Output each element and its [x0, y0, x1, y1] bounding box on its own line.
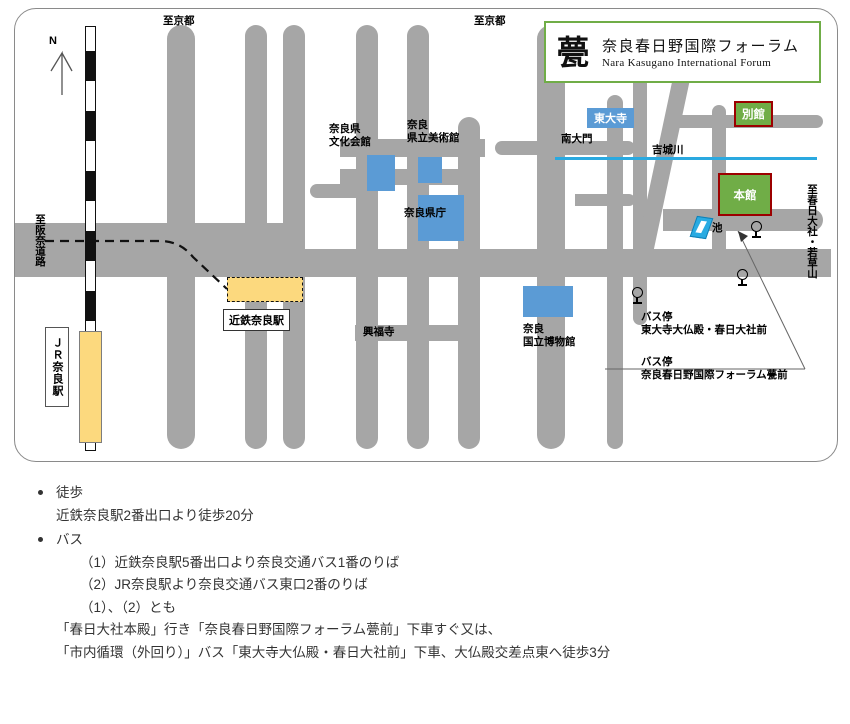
station-jr-nara: [79, 331, 102, 443]
landmark-todaiji: 東大寺: [587, 108, 634, 128]
logo-kanji-mark: 甍: [556, 32, 590, 72]
logo-title-en: Nara Kasugano International Forum: [602, 57, 772, 69]
label-line: 奈良: [523, 323, 544, 335]
list-item-line: 「市内循環（外回り）」バス「東大寺大仏殿・春日大社前」下車、大仏殿交差点東へ徒歩…: [56, 644, 611, 660]
landmark-nandaimon: 南大門: [561, 133, 593, 145]
road-horizontal: [310, 184, 370, 198]
map-panel: 奈良県 文化会館 奈良 県立美術館 奈良県庁 興福寺 奈良 国立博物館 吉城川 …: [14, 8, 838, 462]
list-item: 徒歩 近鉄奈良駅2番出口より徒歩20分: [14, 482, 834, 527]
bullet-icon: [38, 537, 43, 542]
direction-label-hanna: 至阪奈道路: [34, 214, 46, 267]
bus-stop-name: 東大寺大仏殿・春日大社前: [641, 324, 767, 336]
bus-stop-marker: [631, 287, 644, 305]
building-label-museum: 奈良 県立美術館: [407, 119, 460, 145]
map-canvas: 奈良県 文化会館 奈良 県立美術館 奈良県庁 興福寺 奈良 国立博物館 吉城川 …: [15, 9, 837, 461]
bus-stop-heading: バス停: [641, 356, 673, 368]
road-horizontal: [15, 249, 831, 277]
building-label-museum-national: 奈良 国立博物館: [523, 323, 576, 349]
logo-title-ja: 奈良春日野国際フォーラム: [602, 37, 800, 55]
building-label-kencho: 奈良県庁: [404, 207, 446, 219]
direction-label-kyoto: 至京都: [474, 15, 506, 27]
label-line: 奈良: [407, 119, 428, 131]
road-horizontal: [495, 141, 575, 155]
list-item-line: 近鉄奈良駅2番出口より徒歩20分: [56, 507, 254, 523]
bullet-icon: [38, 490, 43, 495]
label-line: 文化会館: [329, 136, 371, 148]
venue-bekkan: 別館: [734, 101, 773, 127]
bus-stop-marker: [750, 221, 763, 239]
forum-logo: 甍 奈良春日野国際フォーラム Nara Kasugano Internation…: [544, 21, 821, 83]
access-list: 徒歩 近鉄奈良駅2番出口より徒歩20分 バス （1）近鉄奈良駅5番出口より奈良交…: [14, 482, 834, 664]
venue-honkan: 本館: [718, 173, 772, 216]
list-item-title: 徒歩: [56, 485, 83, 500]
bus-stop-marker: [736, 269, 749, 287]
river-yoshikigawa: [555, 157, 817, 160]
road-vertical: [283, 25, 305, 449]
road-vertical: [537, 25, 565, 449]
direction-label-kasuga: 至春日大社・若草山: [806, 184, 818, 279]
bus-stop-name: 奈良春日野国際フォーラム甍前: [641, 369, 788, 381]
road-horizontal: [355, 325, 480, 341]
building-label-bunka: 奈良県 文化会館: [329, 123, 371, 149]
station-label-jr-nara: ＪＲ奈良駅: [45, 327, 69, 407]
list-item-title: バス: [56, 532, 83, 547]
bus-stop-heading: バス停: [641, 311, 673, 323]
logo-text-block: 奈良春日野国際フォーラム Nara Kasugano International…: [600, 35, 819, 69]
compass-label: N: [49, 35, 57, 47]
road-horizontal: [340, 169, 470, 185]
road-vertical: [458, 117, 480, 449]
station-label-kintetsu-nara: 近鉄奈良駅: [223, 309, 290, 331]
list-item: バス （1）近鉄奈良駅5番出口より奈良交通バス1番のりば （2）JR奈良駅より奈…: [14, 529, 834, 664]
list-item-line: （1）近鉄奈良駅5番出口より奈良交通バス1番のりば: [80, 554, 400, 570]
road-vertical: [356, 25, 378, 449]
direction-label-kyoto: 至京都: [163, 15, 195, 27]
bus-stop-label-todaiji: バス停 東大寺大仏殿・春日大社前: [641, 311, 767, 337]
road-horizontal: [340, 139, 485, 157]
list-item-line: （1）、（2）とも: [80, 599, 177, 615]
bus-stop-label-forum: バス停 奈良春日野国際フォーラム甍前: [641, 356, 788, 382]
road-horizontal: [575, 141, 635, 155]
compass-north-icon: N: [45, 35, 79, 97]
label-line: 奈良県: [329, 123, 361, 135]
river-label: 吉城川: [652, 144, 684, 156]
pond-label: 池: [712, 222, 723, 234]
station-name: ＪＲ奈良駅: [51, 337, 63, 397]
building-block: [418, 195, 464, 241]
label-line: 国立博物館: [523, 336, 576, 348]
list-item-line: 「春日大社本殿」行き「奈良春日野国際フォーラム甍前」下車すぐ又は、: [56, 622, 502, 637]
building-block: [418, 157, 442, 183]
access-notes: 徒歩 近鉄奈良駅2番出口より徒歩20分 バス （1）近鉄奈良駅5番出口より奈良交…: [14, 482, 834, 666]
building-label-kofukuji: 興福寺: [363, 326, 395, 338]
road-horizontal: [165, 223, 285, 249]
station-kintetsu-nara: [227, 277, 303, 302]
building-block: [367, 155, 395, 191]
road-horizontal: [575, 194, 635, 206]
list-item-line: （2）JR奈良駅より奈良交通バス東口2番のりば: [80, 577, 368, 592]
label-line: 県立美術館: [407, 132, 460, 144]
building-block: [523, 286, 573, 317]
